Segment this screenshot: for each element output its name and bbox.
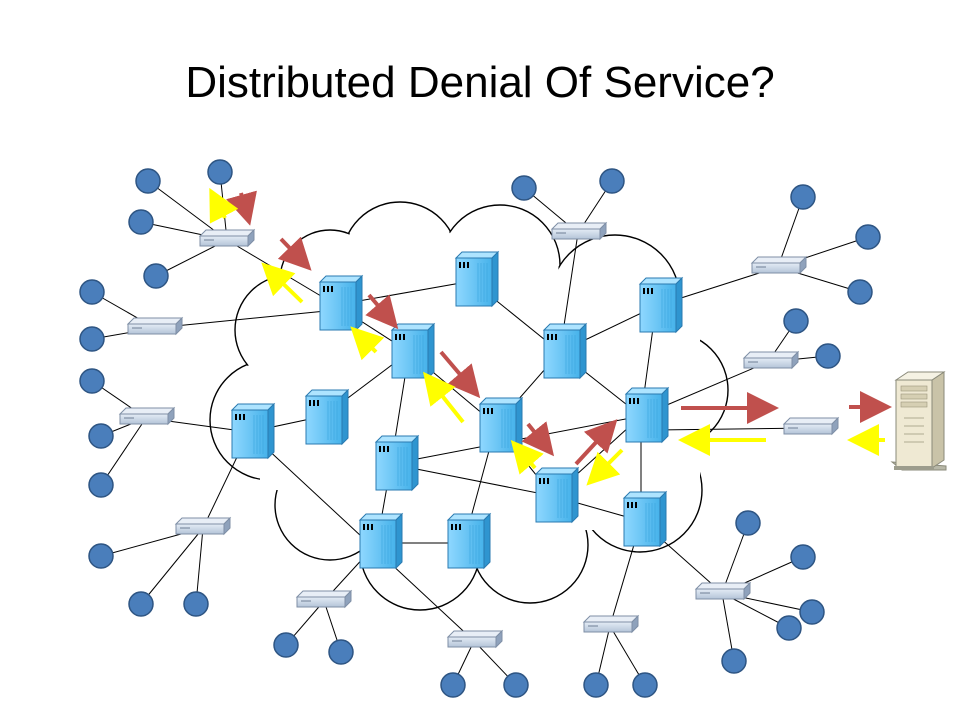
- host-circle-icon: [135, 168, 161, 194]
- host-circle-icon: [776, 615, 802, 641]
- attack-arrows: [226, 190, 892, 466]
- router-icon: [375, 435, 419, 491]
- network-switch-icon: [695, 582, 751, 600]
- router-icon: [625, 387, 669, 443]
- network-switch-icon: [583, 615, 639, 633]
- network-switch-icon: [199, 229, 255, 247]
- network-switch-icon: [783, 417, 839, 435]
- host-circle-icon: [79, 368, 105, 394]
- router-icon: [305, 389, 349, 445]
- host-circle-icon: [79, 326, 105, 352]
- network-switch-icon: [296, 590, 352, 608]
- host-circle-icon: [855, 224, 881, 250]
- network-switch-icon: [119, 407, 175, 425]
- host-circle-icon: [721, 648, 747, 674]
- host-circle-icon: [815, 343, 841, 369]
- host-circle-icon: [790, 544, 816, 570]
- hosts: [79, 159, 881, 698]
- router-icon: [455, 251, 499, 307]
- host-circle-icon: [440, 672, 466, 698]
- server-tower-icon: [890, 371, 947, 471]
- router-icon: [543, 323, 587, 379]
- host-circle-icon: [503, 672, 529, 698]
- router-icon: [391, 323, 435, 379]
- network-switch-icon: [175, 517, 231, 535]
- router-icon: [623, 491, 667, 547]
- host-circle-icon: [847, 279, 873, 305]
- router-icon: [639, 277, 683, 333]
- host-circle-icon: [128, 209, 154, 235]
- host-circle-icon: [511, 175, 537, 201]
- router-icon: [231, 403, 275, 459]
- slide-title: Distributed Denial Of Service?: [185, 58, 775, 107]
- host-circle-icon: [88, 423, 114, 449]
- router-icon: [535, 467, 579, 523]
- router-icon: [479, 397, 523, 453]
- host-circle-icon: [799, 599, 825, 625]
- host-circle-icon: [632, 672, 658, 698]
- router-icon: [319, 275, 363, 331]
- host-circle-icon: [143, 263, 169, 289]
- network-switch-icon: [127, 317, 183, 335]
- host-circle-icon: [735, 510, 761, 536]
- host-circle-icon: [599, 168, 625, 194]
- host-circle-icon: [273, 632, 299, 658]
- router-icon: [359, 513, 403, 569]
- router-icon: [447, 513, 491, 569]
- response-arrows: [209, 187, 885, 486]
- host-circle-icon: [183, 591, 209, 617]
- host-circle-icon: [328, 639, 354, 665]
- host-circle-icon: [783, 308, 809, 334]
- network-switch-icon: [551, 222, 607, 240]
- network-switch-icon: [743, 351, 799, 369]
- host-circle-icon: [79, 279, 105, 305]
- host-circle-icon: [88, 472, 114, 498]
- host-circle-icon: [583, 672, 609, 698]
- network-switch-icon: [447, 630, 503, 648]
- host-circle-icon: [88, 543, 114, 569]
- host-circle-icon: [128, 591, 154, 617]
- host-circle-icon: [790, 184, 816, 210]
- network-switch-icon: [751, 256, 807, 274]
- host-circle-icon: [207, 159, 233, 185]
